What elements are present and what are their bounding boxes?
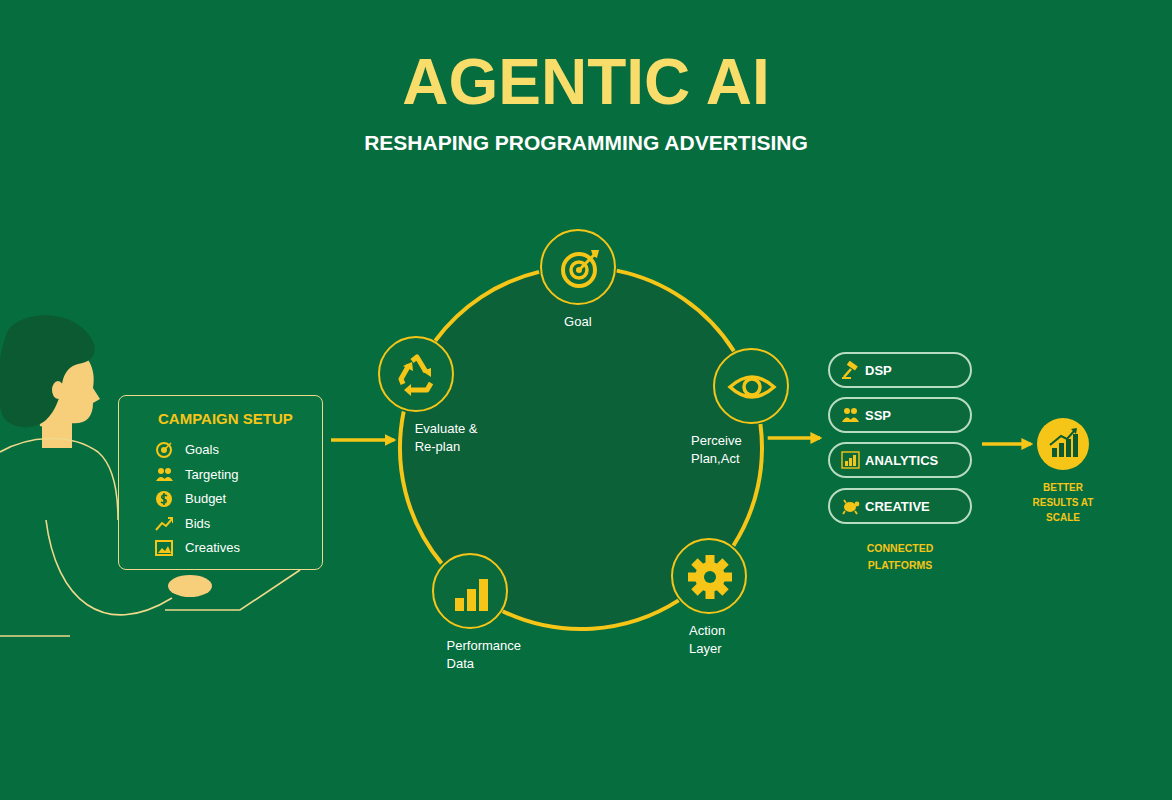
platform-pill: CREATIVE xyxy=(828,488,972,524)
step-circle xyxy=(671,538,747,614)
platform-pill: DSP xyxy=(828,352,972,388)
cycle-step: Goal xyxy=(540,229,616,305)
flow-arrow xyxy=(982,442,1031,446)
setup-item-icon xyxy=(155,515,173,533)
result-label: BETTER RESULTS AT SCALE xyxy=(1026,480,1100,525)
platform-name: ANALYTICS xyxy=(865,452,938,469)
platform-group: CONNECTED PLATFORMS DSP SSP ANALYTICS CREATI… xyxy=(826,352,974,578)
setup-item-icon xyxy=(155,466,173,484)
cycle-arc xyxy=(503,600,679,629)
platform-name: DSP xyxy=(865,362,892,379)
step-circle xyxy=(378,336,454,412)
cycle-step: Perceive Plan,Act xyxy=(713,348,789,424)
step-label: Perceive Plan,Act xyxy=(691,432,751,468)
flow-arrow xyxy=(768,436,820,440)
group-heading: CONNECTED PLATFORMS xyxy=(860,540,940,574)
step-icon xyxy=(379,337,455,413)
platform-icon xyxy=(841,497,860,515)
platform-icon xyxy=(841,451,860,469)
cycle-arc xyxy=(617,271,734,352)
step-circle xyxy=(713,348,789,424)
cycle-step: Action Layer xyxy=(671,538,747,614)
step-label: Action Layer xyxy=(689,622,745,658)
platform-icon xyxy=(841,361,860,379)
result-node: BETTER RESULTS AT SCALE xyxy=(1026,418,1100,528)
setup-item: Creatives xyxy=(185,538,240,558)
panel-heading: CAMPAIGN SETUP xyxy=(158,410,293,428)
platform-icon xyxy=(841,406,860,424)
campaign-setup-panel: CAMPAIGN SETUP GoalsTargetingBudgetBidsCr… xyxy=(118,395,323,570)
result-icon xyxy=(1037,418,1089,470)
subtitle: RESHAPING PROGRAMMING ADVERTISING xyxy=(0,130,1172,156)
setup-item-icon xyxy=(155,539,173,557)
setup-item-icon xyxy=(155,490,173,508)
step-circle xyxy=(432,553,508,629)
step-icon xyxy=(433,554,509,630)
step-icon xyxy=(714,349,790,425)
setup-item: Targeting xyxy=(185,465,238,485)
setup-item-icon xyxy=(155,441,173,459)
platform-pill: ANALYTICS xyxy=(828,442,972,478)
diagram-title: AGENTIC AI xyxy=(0,44,1172,120)
cycle-step: Evaluate & Re-plan xyxy=(378,336,454,412)
setup-item: Bids xyxy=(185,514,210,534)
result-circle xyxy=(1037,418,1089,470)
cycle-fill xyxy=(400,267,762,629)
platform-name: SSP xyxy=(865,407,891,424)
cycle-arc xyxy=(435,272,539,341)
cycle-step: Performance Data xyxy=(432,553,508,629)
flow-arrow xyxy=(331,438,394,442)
step-label: Evaluate & Re-plan xyxy=(415,420,495,456)
setup-item: Budget xyxy=(185,489,226,509)
setup-item: Goals xyxy=(185,440,219,460)
platform-name: CREATIVE xyxy=(865,498,930,515)
platform-pill: SSP xyxy=(828,397,972,433)
step-icon xyxy=(672,539,748,615)
step-icon xyxy=(541,230,617,306)
step-label: Performance Data xyxy=(447,637,533,673)
step-label: Goal xyxy=(548,313,608,331)
step-circle xyxy=(540,229,616,305)
